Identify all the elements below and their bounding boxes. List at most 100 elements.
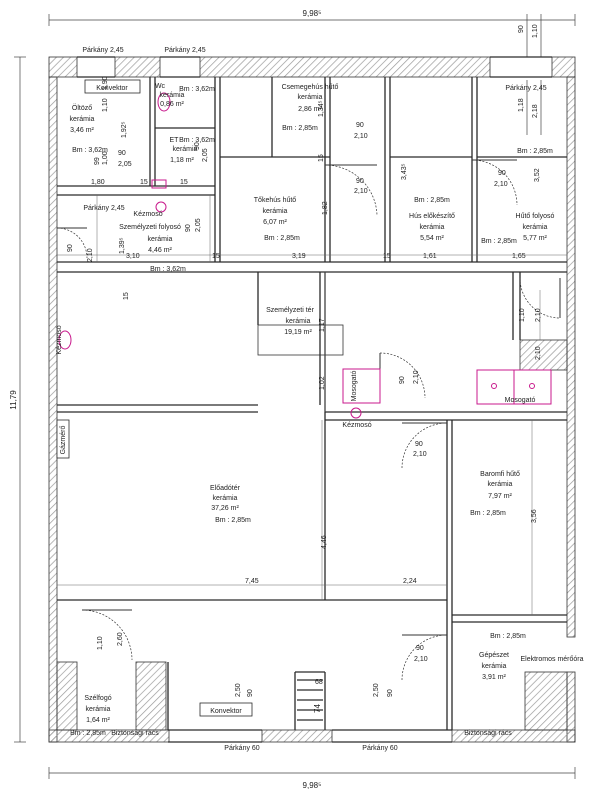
room-floor: kerámia [286,318,311,325]
room-name: Személyzeti folyosó [119,224,181,231]
svg-text:2,10: 2,10 [354,188,368,195]
svg-text:2,10: 2,10 [535,308,542,322]
dim-right-118: 1,18 [518,98,525,112]
room-height-2: Bm : 2,85m [481,238,517,245]
svg-text:1,10: 1,10 [102,98,109,112]
window-label-bottom-1: Párkány 60 [224,745,260,752]
interior-walls [57,56,567,743]
svg-text:3,56: 3,56 [531,509,538,523]
inner-dimension-lines [57,195,567,615]
svg-text:1,90: 1,90 [102,76,109,90]
window-label-bottom-2: Párkány 60 [362,745,398,752]
biztonsagi-label-1: Biztonsági rács [111,730,159,737]
svg-text:3,43⁵: 3,43⁵ [401,163,408,180]
svg-text:1,17: 1,17 [319,318,326,332]
room-area: 7,97 m² [488,493,512,500]
svg-text:2,05: 2,05 [118,161,132,168]
svg-text:1,10: 1,10 [519,308,526,322]
svg-text:4,46: 4,46 [321,535,328,549]
svg-text:1,65: 1,65 [512,253,526,260]
room-floor: kerámia [482,663,507,670]
room-name: Gépészet [479,652,509,659]
svg-text:1,61: 1,61 [423,253,437,260]
kezmoso-label-3: Kézmosó [342,422,371,429]
room-baromfi: Baromfi hűtő kerámia 7,97 m² Bm : 2,85m [470,471,520,517]
window-label-1: Párkány 2,45 [82,47,123,54]
room-floor: kerámia [70,116,95,123]
konvektor-top-label: Konvektor [96,85,128,92]
room-height: Bm : 2,85m [414,197,450,204]
svg-text:15: 15 [140,179,148,186]
dim-right-218: 2,18 [532,104,539,118]
room-floor: kerámia [488,481,513,488]
room-wc: Wc kerámia 0,86 m² Bm : 3,62m [155,83,215,108]
svg-text:2,10: 2,10 [413,370,420,384]
mosogato-label-1: Mosogató [351,371,358,402]
room-area: 37,26 m² [211,505,239,512]
room-area: 1,64 m² [86,717,110,724]
svg-text:90: 90 [67,244,74,252]
room-name: ET [170,137,180,144]
svg-text:1,92⁵: 1,92⁵ [121,121,128,138]
mosogato-label-2: Mosogató [505,397,536,404]
svg-text:2,10: 2,10 [354,133,368,140]
svg-text:7,45: 7,45 [245,578,259,585]
konvektor-boxes [56,79,253,717]
room-area: 19,19 m² [284,329,312,336]
svg-text:1,39⁵: 1,39⁵ [119,237,126,254]
room-area: 5,54 m² [420,235,444,242]
svg-text:2,10: 2,10 [413,451,427,458]
room-area: 2,86 m² [298,106,322,113]
window-label-mid: Párkány 2,45 [83,205,124,212]
svg-text:68: 68 [315,679,323,686]
svg-text:90: 90 [498,170,506,177]
inner-dim-labels: 1,10 1,90 1,92⁵ 99 1,00 90 2,05 2,05 90 … [67,76,542,713]
svg-text:90: 90 [185,224,192,232]
svg-text:90: 90 [247,689,254,697]
svg-text:90: 90 [118,150,126,157]
svg-text:15: 15 [123,292,130,300]
room-height: Bm : 3,62m [150,266,186,273]
room-name: Előadótér [210,485,241,492]
svg-text:3,10: 3,10 [126,253,140,260]
room-area: 3,46 m² [70,127,94,134]
room-name: Baromfi hűtő [480,471,520,478]
svg-text:1,80: 1,80 [91,179,105,186]
room-szemter: Személyzeti tér kerámia 19,19 m² [266,307,315,336]
room-floor: kerámia [86,706,111,713]
dim-right-110: 1,10 [532,24,539,38]
room-floor: kerámia [263,208,288,215]
room-gepeszet: Bm : 2,85m Gépészet kerámia 3,91 m² [479,633,526,681]
svg-text:3,19: 3,19 [292,253,306,260]
room-floor: kerámia [148,236,173,243]
svg-text:90: 90 [399,376,406,384]
kezmoso-label-1: Kézmosó [133,211,162,218]
room-name: Tőkehús hűtő [254,197,297,204]
svg-text:15: 15 [180,179,188,186]
room-area: 4,46 m² [148,247,172,254]
room-height: Bm : 3,62m [179,137,215,144]
room-huselo: Bm : 2,85m Hús előkészítő kerámia 5,54 m… [409,197,455,242]
elektromos-label: Elektromos mérőóra [520,656,583,663]
room-szelfogo: Szélfogó kerámia 1,64 m² Bm : 2,85m [70,695,112,737]
svg-text:2,05: 2,05 [195,218,202,232]
dim-left-total: 11,79 [9,390,18,410]
room-szemfoly: Személyzeti folyosó kerámia 4,46 m² Bm :… [119,224,186,273]
svg-text:90: 90 [416,645,424,652]
svg-text:99: 99 [94,157,101,165]
konvektor-bottom-label: Konvektor [210,708,242,715]
window-label-3: Párkány 2,45 [505,85,546,92]
room-name: Öltöző [72,104,92,112]
fixtures [58,92,552,419]
room-et: ET kerámia 1,18 m² Bm : 3,62m [170,137,216,164]
svg-text:2,10: 2,10 [535,346,542,360]
dim-bottom-total: 9,98⁵ [303,781,322,790]
room-height: Bm : 3,62m [179,86,215,93]
svg-text:15: 15 [383,253,391,260]
svg-text:1,34⁵: 1,34⁵ [318,100,325,117]
door-leaves [57,159,561,636]
svg-text:1,10: 1,10 [97,636,104,650]
room-area: 5,77 m² [523,235,547,242]
room-floor: kerámia [160,92,185,99]
